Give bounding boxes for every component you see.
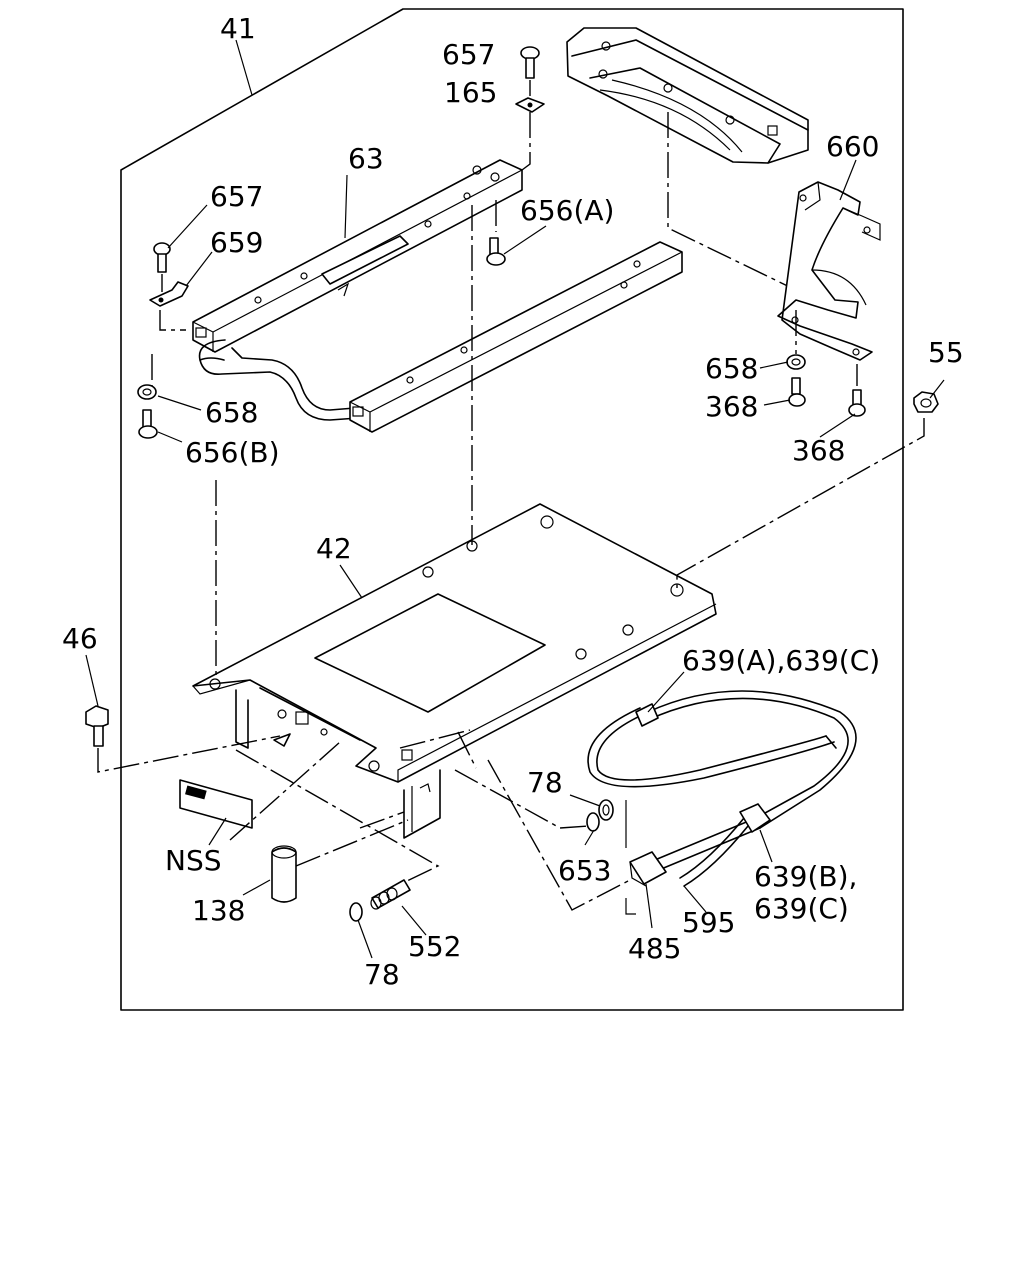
callout-660: 660 <box>826 130 879 163</box>
callout-656a: 656(A) <box>520 194 614 227</box>
seat-rail-rear <box>349 241 683 433</box>
callout-659: 659 <box>210 226 263 259</box>
bolt-656a <box>486 237 506 266</box>
washer-165 <box>515 97 545 113</box>
callout-639b: 639(B), <box>754 860 857 893</box>
callout-165: 165 <box>444 76 497 109</box>
bolt-656b <box>138 409 158 439</box>
bolt-368-b <box>848 389 866 417</box>
base-plate-42 <box>192 503 717 839</box>
callout-639ac: 639(A),639(C) <box>682 644 880 677</box>
callout-138: 138 <box>192 894 245 927</box>
callout-368-a: 368 <box>705 390 758 423</box>
fastener-657-top <box>520 46 540 79</box>
ring-653 <box>586 812 600 832</box>
clip-659 <box>149 281 189 307</box>
callout-labels: 41 657 165 63 660 657 656(A) 659 658 656… <box>62 12 964 991</box>
alignment-lines <box>97 80 925 915</box>
assembly-frame <box>120 8 904 1011</box>
callout-78-bottom: 78 <box>364 958 400 991</box>
callout-485: 485 <box>628 932 681 965</box>
bolt-46 <box>85 705 109 747</box>
seat-rail-63 <box>192 159 523 421</box>
label-nss <box>179 779 253 829</box>
callout-55: 55 <box>928 336 964 369</box>
callout-658-left: 658 <box>205 396 258 429</box>
callout-46: 46 <box>62 622 98 655</box>
nut-658-left <box>137 384 157 400</box>
callout-78-top: 78 <box>527 766 563 799</box>
callout-42: 42 <box>316 532 352 565</box>
callout-657-top: 657 <box>442 38 495 71</box>
ring-78-bottom <box>349 902 363 922</box>
ring-78-top <box>598 799 614 821</box>
callout-552: 552 <box>408 930 461 963</box>
hose-assembly <box>587 690 857 887</box>
callout-nss: NSS <box>165 844 222 877</box>
callout-595: 595 <box>682 906 735 939</box>
callout-639c: 639(C) <box>754 892 849 925</box>
leader-lines <box>85 39 945 959</box>
callout-41: 41 <box>220 12 256 45</box>
callout-653: 653 <box>558 854 611 887</box>
callout-657-left: 657 <box>210 180 263 213</box>
bracket-660 <box>777 181 881 361</box>
callout-368-b: 368 <box>792 434 845 467</box>
nut-658-right <box>786 354 806 370</box>
callout-63: 63 <box>348 142 384 175</box>
floor-frame-drawing <box>566 27 809 293</box>
fastener-657-left <box>153 242 171 273</box>
pin-138 <box>271 845 297 903</box>
callout-656b: 656(B) <box>185 436 280 469</box>
fitting-552 <box>370 879 411 910</box>
bolt-368-a <box>788 377 806 407</box>
nut-55 <box>913 391 939 413</box>
callout-658-right: 658 <box>705 352 758 385</box>
